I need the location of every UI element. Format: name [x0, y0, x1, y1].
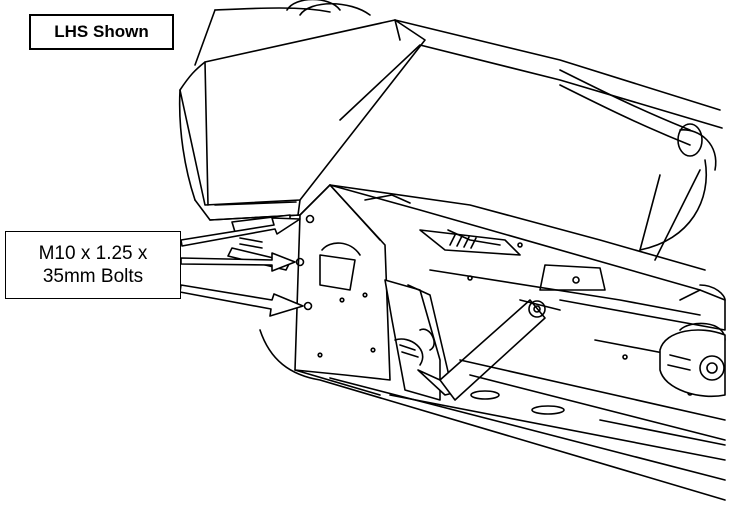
- side-shown-label: LHS Shown: [29, 14, 174, 50]
- arrow-middle-bolt: [180, 252, 296, 272]
- callout-arrows: [179, 217, 304, 317]
- upper-frame: [214, 0, 723, 261]
- hinge-arm: [384, 279, 561, 401]
- right-wheel: [659, 284, 726, 398]
- arrow-upper-bolt: [180, 217, 301, 247]
- bolt-spec-line-1: M10 x 1.25 x: [38, 243, 148, 264]
- side-plate: [294, 184, 391, 396]
- bolt-hole-lower: [303, 301, 313, 311]
- bolt-hole-middle: [295, 257, 305, 267]
- bolt-spec-line-2: 35mm Bolts: [42, 266, 144, 287]
- side-shown-text: LHS Shown: [54, 22, 149, 41]
- bolt-callout: M10 x 1.25 x 35mm Bolts: [5, 231, 181, 299]
- hood-cover: [178, 9, 426, 221]
- arrow-lower-bolt: [179, 284, 304, 317]
- lower-rails: [259, 329, 726, 501]
- deck-body: [209, 184, 726, 361]
- bolt-hole-upper: [305, 214, 315, 224]
